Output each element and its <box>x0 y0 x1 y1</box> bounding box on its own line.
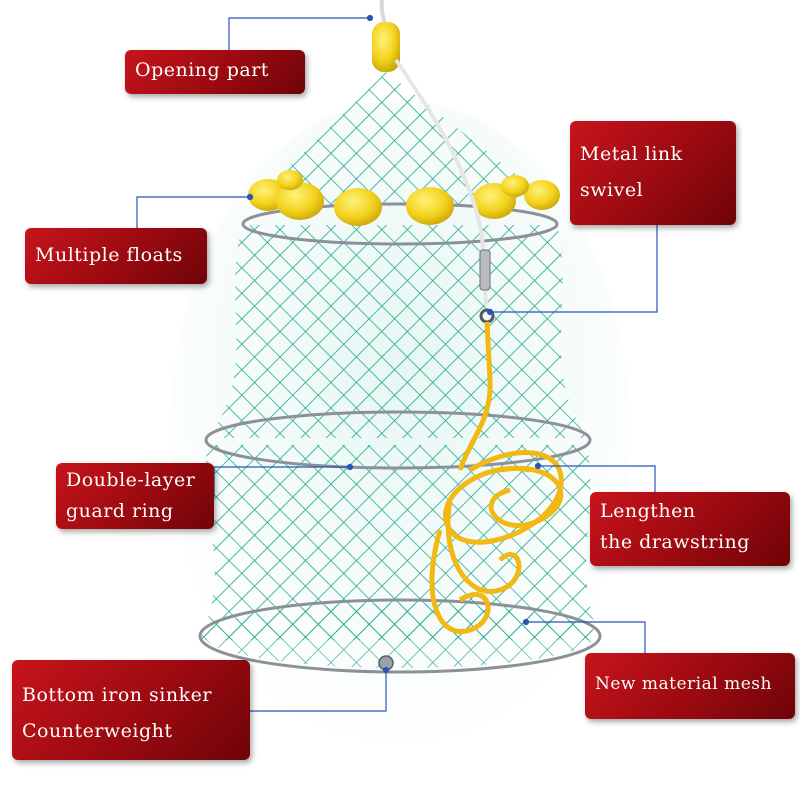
label-sinker-line1: Bottom iron sinker <box>22 684 212 706</box>
label-lengthen-line2: the drawstring <box>600 531 750 553</box>
float-ring <box>248 170 560 226</box>
label-floats-text: Multiple floats <box>35 244 183 266</box>
top-ring <box>241 202 559 246</box>
bottom-mesh <box>205 604 595 668</box>
label-guard-ring: Double-layer guard ring <box>56 463 214 529</box>
label-sinker-line2: Counterweight <box>22 720 173 742</box>
middle-guard-ring <box>204 410 592 470</box>
label-multiple-floats: Multiple floats <box>25 228 207 284</box>
label-bottom-sinker: Bottom iron sinker Counterweight <box>12 660 250 760</box>
label-swivel-line2: swivel <box>580 179 644 201</box>
label-lengthen-line1: Lengthen <box>600 500 696 522</box>
metal-link <box>479 249 491 291</box>
label-swivel-line1: Metal link <box>580 143 683 165</box>
label-ring-line1: Double-layer <box>66 469 196 491</box>
net-top-cone <box>250 72 555 205</box>
label-opening-part: Opening part <box>125 50 305 94</box>
label-metal-link-swivel: Metal link swivel <box>570 121 736 225</box>
yellow-rope <box>429 321 564 634</box>
bottom-ring <box>198 598 602 674</box>
label-opening-text: Opening part <box>135 59 269 81</box>
label-ring-line2: guard ring <box>66 500 174 522</box>
net-upper-section <box>208 225 587 438</box>
drawstring-cord <box>394 58 488 306</box>
label-lengthen-drawstring: Lengthen the drawstring <box>590 492 790 566</box>
label-mesh-text: New material mesh <box>595 674 772 694</box>
leader-lines <box>136 14 658 712</box>
label-new-material-mesh: New material mesh <box>585 653 795 719</box>
top-float <box>372 22 400 72</box>
